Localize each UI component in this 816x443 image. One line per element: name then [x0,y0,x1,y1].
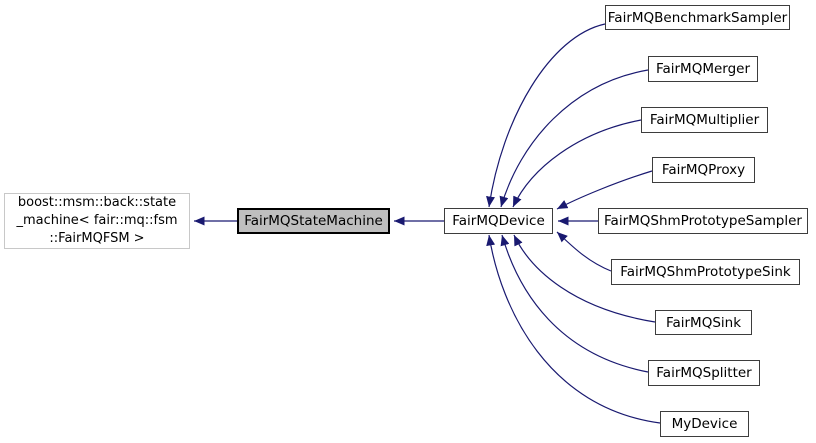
node-boost-msm-state-machine: boost::msm::back::state _machine< fair::… [4,193,190,249]
node-fairmqsplitter[interactable]: FairMQSplitter [648,360,760,386]
node-mydevice[interactable]: MyDevice [660,411,749,437]
node-fairmqsink[interactable]: FairMQSink [655,310,752,335]
edge-proxy-to-device [556,170,653,210]
edge-benchmarksampler-to-device [486,23,606,208]
node-fairmqdevice[interactable]: FairMQDevice [444,208,553,234]
edge-mydevice-to-device [486,234,661,424]
node-label-line: _machine< fair::mq::fsm [16,213,178,228]
node-fairmqshmprototypesampler[interactable]: FairMQShmPrototypeSampler [598,208,808,234]
edge-shmprototypesink-to-device [556,231,612,272]
edge-splitter-to-device [500,234,649,373]
node-fairmqshmprototypesink[interactable]: FairMQShmPrototypeSink [611,259,800,285]
edge-sink-to-device [513,234,656,323]
node-label-line: ::FairMQFSM > [49,231,145,246]
edge-merger-to-device [499,69,649,208]
node-fairmqproxy[interactable]: FairMQProxy [652,157,755,183]
node-fairmqmerger[interactable]: FairMQMerger [648,56,758,82]
node-label-line: boost::msm::back::state [17,195,177,210]
node-fairmqstatemachine: FairMQStateMachine [237,208,390,234]
node-fairmqmultiplier[interactable]: FairMQMultiplier [641,107,768,133]
edge-multiplier-to-device [512,119,642,208]
node-fairmqbenchmarksampler[interactable]: FairMQBenchmarkSampler [605,5,790,30]
